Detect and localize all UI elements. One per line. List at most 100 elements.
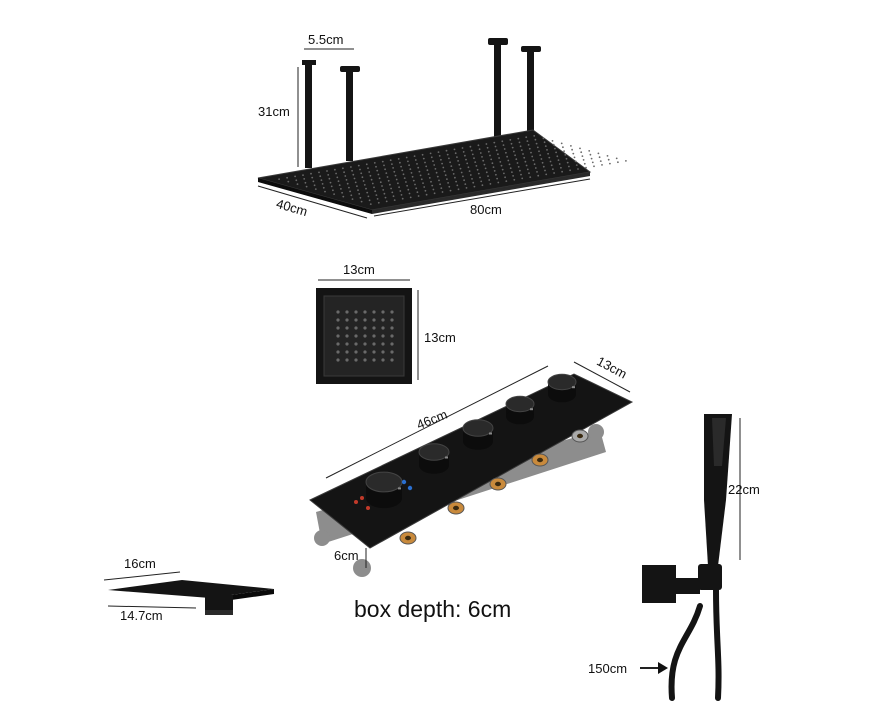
rain-nozzle [351, 169, 353, 172]
valve-knob-base [506, 408, 534, 425]
rain-nozzle [367, 195, 370, 198]
rain-nozzle [320, 179, 323, 182]
rain-panel-edge [258, 178, 372, 214]
valve-outlet-hole [495, 481, 501, 487]
jet-nozzle [363, 310, 367, 314]
rain-nozzle [570, 145, 572, 147]
rain-nozzle [375, 194, 378, 197]
jet-nozzle [354, 358, 358, 362]
rain-nozzle [448, 185, 451, 188]
rain-nozzle [312, 180, 315, 183]
rain-nozzle [507, 159, 510, 162]
rain-nozzle [542, 165, 545, 168]
rain-nozzle [569, 169, 571, 172]
rain-nozzle [513, 150, 515, 153]
rain-nozzle [543, 141, 546, 144]
rain-nozzle [382, 189, 385, 191]
rain-nozzle [402, 173, 405, 176]
jet-nozzle [336, 350, 340, 354]
rain-nozzle [384, 168, 386, 171]
rain-nozzle [401, 169, 404, 172]
rain-nozzle [356, 185, 358, 188]
rain-nozzle [411, 175, 414, 178]
rain-nozzle [539, 154, 542, 157]
rain-nozzle [521, 177, 524, 180]
rain-nozzle [424, 161, 426, 164]
rain-nozzle [406, 184, 408, 187]
jet-nozzles [336, 310, 394, 362]
rain-nozzle [566, 161, 569, 164]
box-depth-caption: box depth: 6cm [354, 596, 512, 622]
rain-nozzle [502, 144, 505, 147]
rain-shower-panel [257, 38, 627, 214]
rain-nozzle [499, 161, 502, 163]
rain-nozzle [562, 146, 564, 149]
rain-width-label: 80cm [470, 202, 502, 217]
jet-nozzle [354, 342, 358, 346]
jet-nozzle [336, 310, 340, 314]
rain-nozzle [414, 183, 416, 186]
jet-nozzle [390, 334, 394, 338]
rain-nozzle [560, 142, 563, 145]
jet-nozzle [381, 350, 385, 354]
rain-nozzle [553, 172, 555, 174]
rain-nozzle [425, 165, 428, 168]
jet-nozzle [345, 326, 349, 330]
rain-nozzle [456, 184, 459, 187]
rain-nozzles [278, 135, 627, 206]
rain-nozzle [346, 182, 349, 185]
rain-nozzle [544, 145, 547, 148]
rain-nozzle [357, 164, 360, 167]
rain-nozzle [321, 183, 324, 185]
rain-nozzle [383, 164, 385, 167]
rain-nozzle [377, 201, 380, 204]
jet-nozzle [336, 326, 340, 330]
rain-nozzle [374, 190, 377, 193]
rain-nozzle [430, 180, 432, 183]
rain-nozzle [359, 168, 361, 171]
rain-nozzle [615, 157, 618, 160]
rain-nozzle [485, 171, 488, 174]
rain-nozzle [609, 162, 611, 165]
rain-nozzle [556, 155, 559, 158]
rain-nozzle [593, 165, 595, 168]
rain-nozzle [495, 173, 497, 176]
rain-nozzle [342, 195, 345, 198]
rain-nozzle [579, 147, 581, 150]
rain-nozzle [477, 144, 480, 147]
rain-nozzle [493, 141, 496, 144]
rain-nozzle [474, 161, 477, 164]
rain-nozzle [505, 180, 508, 183]
rain-nozzle [487, 150, 490, 153]
valve-knob-marker [572, 386, 575, 389]
rain-nozzle [485, 143, 488, 145]
rain-nozzle [492, 166, 495, 169]
rain-nozzle [557, 159, 560, 162]
valve-outlet-hole [405, 535, 411, 541]
rain-nozzle [407, 188, 410, 191]
rain-nozzle [342, 167, 344, 170]
rain-nozzle [407, 160, 409, 163]
handset-length-label: 22cm [728, 482, 760, 497]
rain-nozzle [519, 145, 522, 148]
rain-nozzle [490, 158, 493, 161]
rain-nozzle [525, 136, 528, 139]
rain-nozzle [391, 191, 394, 194]
rain-nozzle [408, 192, 411, 195]
jet-nozzle [354, 310, 358, 314]
jet-nozzle [372, 310, 376, 314]
rain-nozzle [607, 158, 610, 161]
rain-nozzle [295, 179, 298, 182]
rain-nozzle [469, 174, 472, 176]
rain-nozzle [336, 176, 339, 179]
rain-nozzle [344, 175, 347, 177]
rain-nozzle [465, 187, 468, 189]
rain-nozzle [409, 168, 412, 171]
rain-nozzle [524, 160, 527, 163]
rain-nozzle [413, 155, 416, 158]
rain-nozzle [505, 151, 507, 154]
rain-nozzle [510, 142, 513, 145]
rain-nozzle [399, 190, 402, 192]
jet-nozzle [381, 326, 385, 330]
jet-nozzle [390, 342, 394, 346]
